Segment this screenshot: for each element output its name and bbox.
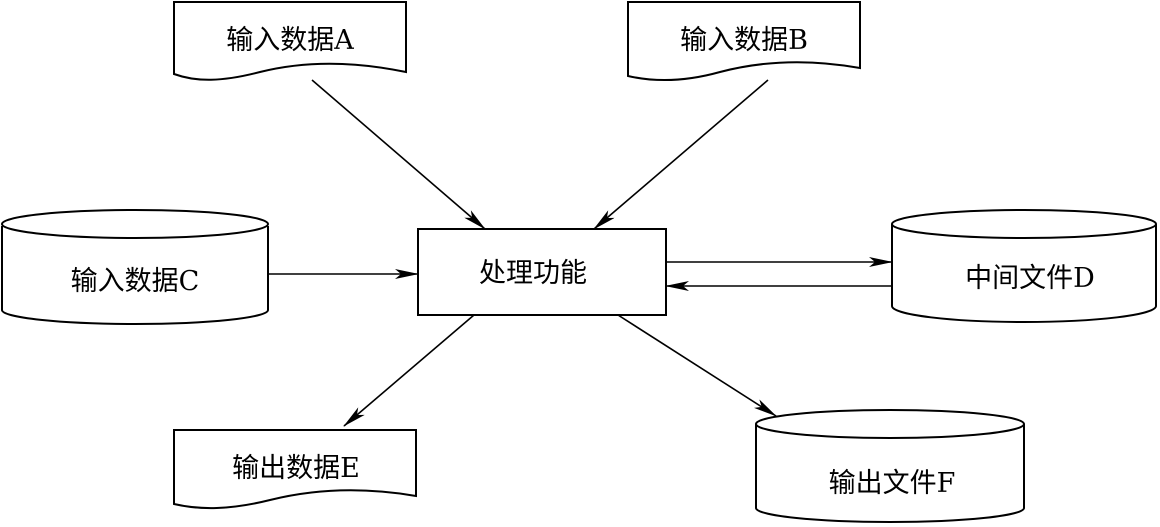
node-output-data-e: 输出数据E [173, 429, 417, 510]
node-input-data-a-label: 输入数据A [226, 25, 354, 56]
cylinder-top [755, 409, 1025, 439]
cylinder-top [1, 209, 269, 239]
node-input-data-b-label: 输入数据B [680, 25, 808, 56]
arrow-input-a-to-process [311, 79, 486, 230]
document-shape [173, 429, 417, 510]
node-input-data-c-label: 输入数据C [71, 266, 200, 297]
node-intermediate-file-d-label: 中间文件D [965, 263, 1095, 294]
node-process-function: 处理功能 [417, 228, 667, 316]
node-output-data-e-label: 输出数据E [232, 453, 360, 484]
arrow-input-b-to-process [593, 79, 769, 230]
node-output-file-f-label: 输出文件F [829, 468, 956, 499]
node-input-data-c: 输入数据C [1, 209, 269, 325]
arrow-process-to-output-f [617, 314, 777, 417]
cylinder-top [891, 209, 1157, 239]
cylinder-shape [891, 224, 1157, 323]
document-shape [173, 1, 407, 81]
cylinder-shape [755, 424, 1025, 523]
document-shape [627, 1, 861, 82]
node-process-function-label: 处理功能 [479, 258, 587, 289]
arrow-process-to-output-e [343, 314, 475, 427]
cylinder-shape [1, 226, 269, 325]
node-intermediate-file-d: 中间文件D [891, 209, 1157, 323]
node-output-file-f: 输出文件F [755, 409, 1025, 523]
node-input-data-b: 输入数据B [627, 1, 861, 82]
node-input-data-a: 输入数据A [173, 1, 407, 81]
